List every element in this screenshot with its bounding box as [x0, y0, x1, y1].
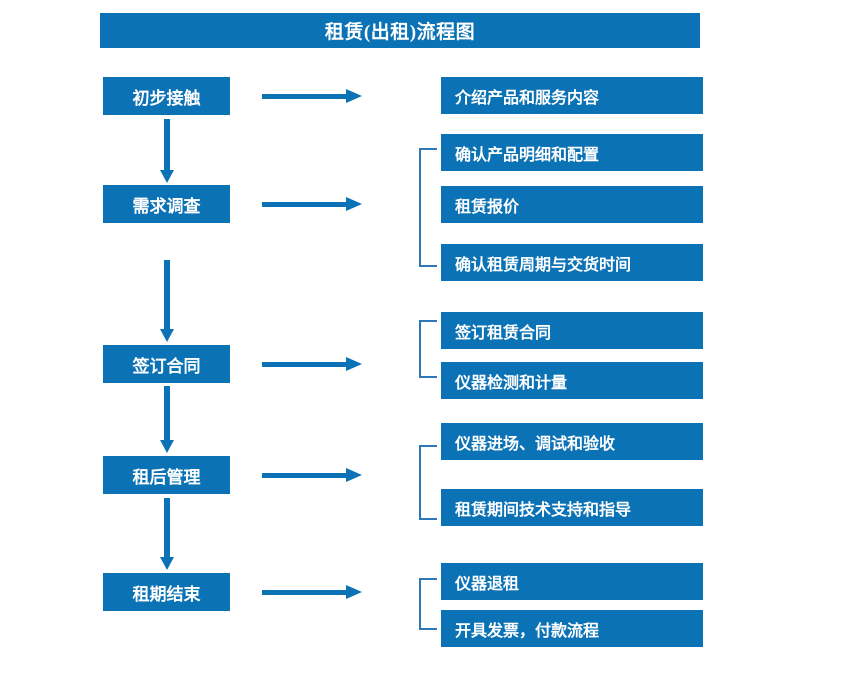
group-bracket-sign-contract — [419, 320, 437, 378]
group-bracket-post-rental-management — [419, 445, 437, 520]
arrow-head — [346, 357, 362, 371]
arrow-head — [160, 440, 174, 453]
arrow-shaft — [164, 119, 170, 170]
detail-box-instrument-inspection-and-metering[interactable]: 仪器检测和计量 — [441, 362, 703, 399]
arrow-shaft — [164, 498, 170, 557]
arrow-shaft — [262, 94, 348, 99]
horizontal-arrow-4 — [262, 468, 362, 482]
detail-box-rental-quotation[interactable]: 租赁报价 — [441, 186, 703, 223]
detail-box-confirm-rental-period-and-delivery-time[interactable]: 确认租赁周期与交货时间 — [441, 244, 703, 281]
detail-box-issue-invoice-and-payment-process[interactable]: 开具发票，付款流程 — [441, 610, 703, 647]
page-title: 租赁(出租)流程图 — [100, 13, 700, 48]
stage-box-needs-survey[interactable]: 需求调查 — [103, 185, 230, 223]
stage-box-lease-end[interactable]: 租期结束 — [103, 573, 230, 611]
detail-box-instrument-return[interactable]: 仪器退租 — [441, 563, 703, 600]
group-bracket-lease-end — [419, 578, 437, 630]
group-bracket-needs-survey — [419, 148, 437, 267]
arrow-head — [346, 585, 362, 599]
horizontal-arrow-2 — [262, 197, 362, 211]
arrow-shaft — [262, 473, 348, 478]
arrow-shaft — [164, 260, 170, 329]
arrow-head — [346, 468, 362, 482]
vertical-arrow-3 — [160, 386, 174, 453]
detail-box-instrument-entry-commissioning-and-acceptance[interactable]: 仪器进场、调试和验收 — [441, 423, 703, 460]
stage-box-sign-contract[interactable]: 签订合同 — [103, 345, 230, 383]
vertical-arrow-4 — [160, 498, 174, 570]
arrow-shaft — [262, 362, 348, 367]
vertical-arrow-2 — [160, 260, 174, 342]
stage-box-initial-contact[interactable]: 初步接触 — [103, 77, 230, 115]
detail-box-sign-rental-contract[interactable]: 签订租赁合同 — [441, 312, 703, 349]
stage-box-post-rental-management[interactable]: 租后管理 — [103, 456, 230, 494]
arrow-head — [160, 329, 174, 342]
arrow-shaft — [262, 202, 348, 207]
detail-box-introduce-products-and-services[interactable]: 介绍产品和服务内容 — [441, 77, 703, 114]
arrow-head — [160, 170, 174, 183]
arrow-head — [346, 197, 362, 211]
horizontal-arrow-3 — [262, 357, 362, 371]
arrow-shaft — [262, 590, 348, 595]
arrow-head — [160, 557, 174, 570]
horizontal-arrow-5 — [262, 585, 362, 599]
detail-box-confirm-product-details-and-configuration[interactable]: 确认产品明细和配置 — [441, 134, 703, 171]
detail-box-technical-support-and-guidance-during-rental[interactable]: 租赁期间技术支持和指导 — [441, 489, 703, 526]
horizontal-arrow-1 — [262, 89, 362, 103]
vertical-arrow-1 — [160, 119, 174, 183]
arrow-shaft — [164, 386, 170, 440]
arrow-head — [346, 89, 362, 103]
